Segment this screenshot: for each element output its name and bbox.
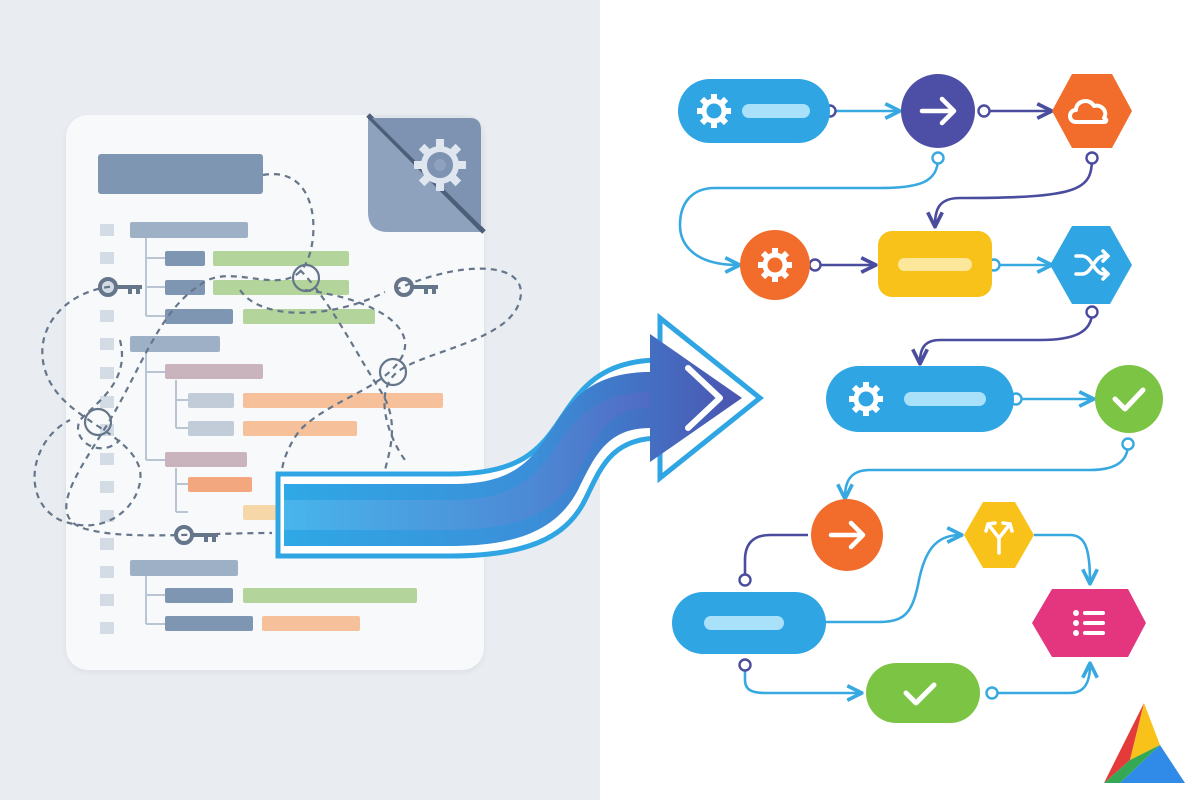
workflow-node-process — [740, 230, 810, 300]
workflow-node-list — [1032, 589, 1146, 657]
check-icon — [1112, 387, 1146, 412]
gear-icon — [849, 382, 883, 416]
edge-n10-n12 — [1034, 533, 1090, 582]
transform-arrow — [275, 312, 765, 559]
edge-n8-n9 — [845, 443, 1130, 497]
tangled-dependency-lines — [33, 173, 523, 537]
shuffle-icon — [1074, 249, 1110, 281]
tangle-knots — [83, 263, 408, 437]
cloud-icon — [1068, 99, 1109, 124]
edge-n13-n12 — [992, 665, 1090, 695]
workflow-node-config — [678, 79, 830, 143]
workflow-node-check — [1095, 365, 1163, 433]
gear-icon — [758, 248, 792, 282]
key-icon — [174, 525, 218, 545]
workflow-node-next — [811, 499, 883, 571]
workflow-node-start — [901, 74, 975, 148]
workflow-node-branch — [964, 502, 1034, 568]
check-icon — [903, 682, 937, 706]
workflow-edges — [678, 111, 1130, 695]
doc-title-bar — [98, 154, 263, 194]
edge-n9-n11 — [743, 533, 808, 580]
edge-n3-n5 — [935, 157, 1094, 225]
workflow-node-input — [672, 592, 826, 654]
workflow-node-cloud — [1052, 74, 1132, 148]
triangle-logo — [1104, 703, 1185, 783]
arrow-right-icon — [919, 96, 957, 126]
edge-n11-n10 — [825, 535, 960, 624]
workflow-node-shuffle — [1050, 226, 1132, 304]
gear-icon — [414, 139, 466, 191]
edge-n11-n13 — [743, 665, 860, 693]
key-icon — [394, 277, 438, 297]
list-icon — [1073, 610, 1105, 636]
workflow-node-configure — [826, 366, 1014, 432]
edge-n2-n4 — [678, 157, 940, 265]
gear-icon — [697, 94, 731, 128]
workflow-node-task — [878, 231, 992, 297]
key-icon — [98, 277, 142, 297]
workflow-node-done — [866, 663, 980, 723]
arrow-right-icon — [828, 520, 866, 550]
edge-n6-n7 — [920, 311, 1094, 362]
split-icon — [984, 521, 1014, 555]
doc-config-rows — [130, 222, 443, 631]
doc-tree-lines — [145, 238, 188, 625]
